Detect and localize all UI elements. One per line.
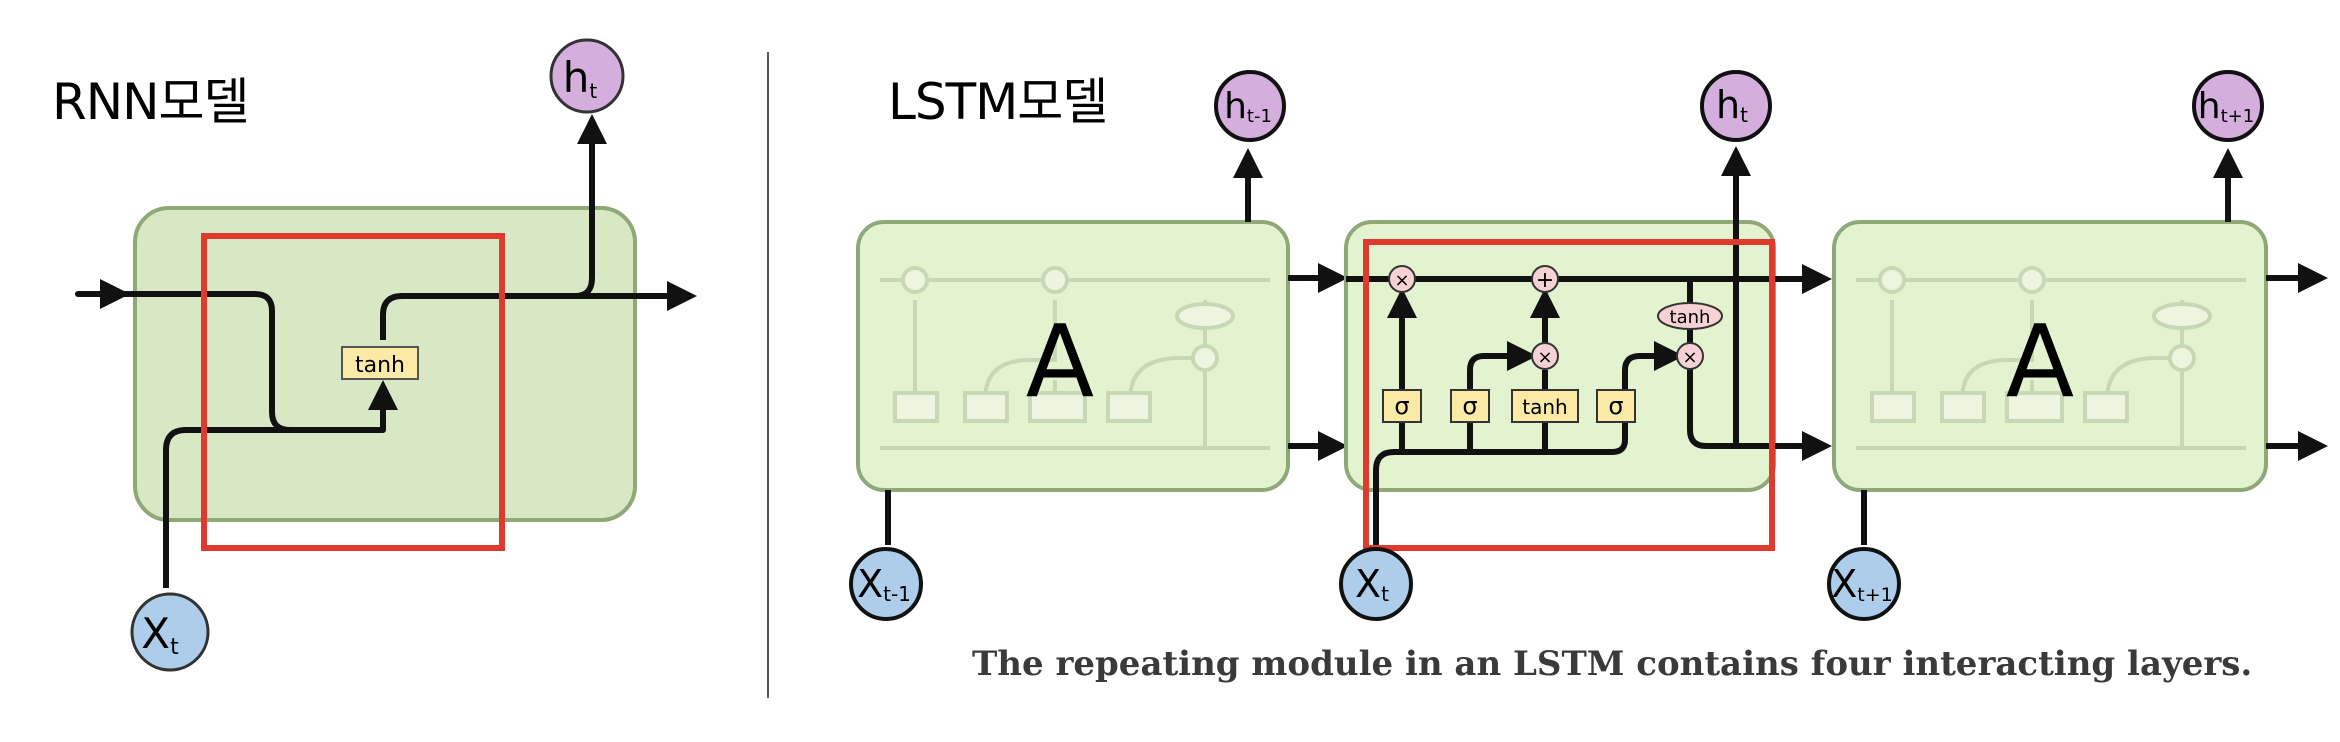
lstm-left-ghost-internals [880,266,1270,450]
lstm-output-node-curr [1700,70,1772,142]
lstm-forget-multiply [1388,265,1416,293]
lstm-input-label-prev: Xt-1 [857,562,911,606]
rnn-highlight-box [201,233,505,551]
lstm-output-label-next: ht+1 [2198,86,2254,127]
rnn-input-line [163,427,383,588]
lstm-forget-gate-label: σ [1394,392,1409,420]
lstm-input-node-prev [849,547,923,621]
rnn-tanh-label: tanh [355,353,405,378]
lstm-output-node-next [2192,70,2264,142]
lstm-forget-gate [1382,389,1422,423]
lstm-right-ghost-internals [1856,266,2246,450]
lstm-module-left: A [856,148,1348,545]
lstm-left-cell-label: A [1026,303,1094,420]
lstm-right-cell-label: A [2006,303,2074,420]
lstm-cell-tanh [1657,302,1723,330]
lstm-output-node-prev [1214,70,1286,142]
lstm-input-label-curr: Xt [1355,562,1389,606]
lstm-output-label-curr: ht [1716,83,1748,127]
lstm-output-gate-label: σ [1608,392,1623,420]
rnn-output-label: ht [563,53,598,103]
lstm-input-gate-label: σ [1462,392,1477,420]
rnn-tanh-gate [341,346,419,380]
rnn-title: RNN모델 [52,73,250,131]
lstm-hidden-out-line [1687,369,1832,461]
lstm-input-node-next [1827,547,1901,621]
lstm-input-multiply-label: × [1537,347,1552,368]
lstm-forget-multiply-label: × [1394,270,1409,291]
lstm-output-gate [1596,389,1636,423]
lstm-add-node-label: + [1536,268,1554,293]
lstm-output-multiply [1676,342,1704,370]
section-divider [767,52,769,698]
lstm-output-multiply-label: × [1682,347,1697,368]
rnn-input-node [130,592,210,672]
lstm-cell-tanh-label: tanh [1670,307,1711,328]
lstm-module-right: A [1832,148,2328,545]
rnn-tanh-out-line [380,138,595,340]
lstm-input-node-curr [1339,547,1413,621]
lstm-input-multiply [1531,342,1559,370]
lstm-input-label-next: Xt+1 [1831,562,1893,606]
lstm-output-gate-line [1622,341,1684,390]
lstm-highlight-box [1363,239,1775,551]
lstm-diagram: A [849,70,2328,621]
rnn-diagram: tanh Xt ht [75,38,697,672]
lstm-output-label-prev: ht-1 [1224,86,1272,127]
lstm-candidate-gate-label: tanh [1522,395,1567,419]
lstm-title: LSTM모델 [888,73,1108,131]
lstm-add-node [1531,265,1559,293]
lstm-hidden-line [1373,412,1628,545]
lstm-candidate-gate [1511,389,1579,423]
rnn-output-node [549,38,625,114]
lstm-caption: The repeating module in an LSTM contains… [972,644,2253,684]
lstm-module-center: σ σ tanh σ × + × tanh × [1344,146,1832,551]
lstm-input-gate [1450,389,1490,423]
lstm-input-gate-line [1467,341,1537,390]
rnn-input-label: Xt [141,609,179,660]
